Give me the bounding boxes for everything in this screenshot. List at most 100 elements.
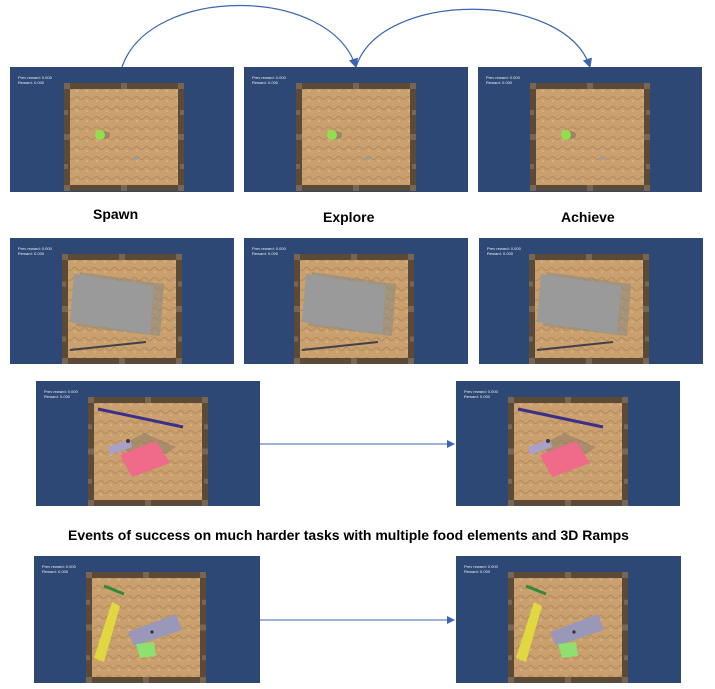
- fence-post: [644, 134, 650, 140]
- agent-dot: [572, 630, 576, 634]
- fence-post: [294, 254, 300, 260]
- fence-post: [294, 358, 300, 364]
- fence-post: [202, 599, 206, 605]
- fence-post: [410, 83, 416, 89]
- yellow-ramp: [516, 602, 542, 662]
- agent-ball: [561, 130, 571, 140]
- arena-pink-end: [508, 397, 628, 506]
- arena-ramp-2: [294, 254, 414, 364]
- fence-post: [202, 397, 208, 403]
- fence-post: [624, 424, 628, 430]
- fence-post: [204, 424, 208, 430]
- food-dot: [134, 157, 138, 161]
- fence-post: [565, 500, 571, 506]
- arena-ramp-3: [529, 254, 649, 364]
- gray-ramp: [70, 274, 154, 334]
- fence-post: [86, 572, 92, 578]
- fence-post: [622, 448, 628, 455]
- fence-post: [178, 281, 182, 287]
- fence-post: [508, 500, 514, 506]
- fence-post: [408, 306, 414, 312]
- fence-post: [410, 134, 416, 140]
- sand-floor: [536, 89, 644, 185]
- fence-post: [624, 478, 628, 484]
- fence-post: [644, 83, 650, 89]
- arc-arrow-spawn-explore: [121, 5, 359, 69]
- fence-post: [565, 397, 571, 403]
- fence-post: [410, 281, 414, 287]
- fence-post: [529, 358, 535, 364]
- fence-post: [202, 500, 208, 506]
- green-bar: [525, 584, 547, 596]
- lavender-ramp: [550, 614, 604, 646]
- fence-post: [508, 599, 512, 605]
- fence-post: [622, 397, 628, 403]
- fence-post: [508, 572, 514, 578]
- fence-post: [296, 134, 302, 140]
- fence-post: [645, 336, 649, 342]
- fence-post: [508, 677, 514, 683]
- fence-post: [176, 306, 182, 312]
- fence-post: [529, 336, 533, 342]
- fence-post: [529, 254, 535, 260]
- fence-post: [204, 478, 208, 484]
- fence-post: [86, 599, 90, 605]
- fence-post: [622, 624, 628, 631]
- sand-floor: [302, 89, 410, 185]
- fence-post: [296, 185, 302, 191]
- dark-bar: [536, 341, 614, 351]
- fence-post: [410, 185, 416, 191]
- fence-post: [529, 281, 533, 287]
- fence-post: [202, 448, 208, 455]
- fence-post: [121, 83, 127, 89]
- fence-post: [622, 572, 628, 578]
- gray-ramp: [537, 274, 621, 334]
- fence-post: [408, 254, 414, 260]
- fence-post: [508, 448, 514, 455]
- fence-post: [294, 306, 300, 312]
- fence-post: [180, 164, 184, 169]
- fence-post: [508, 624, 514, 631]
- fence-post: [178, 134, 184, 140]
- fence-post: [88, 448, 94, 455]
- fence-post: [64, 134, 70, 140]
- fence-post: [646, 164, 650, 169]
- food-dot: [366, 157, 370, 161]
- agent-dot: [126, 439, 130, 443]
- fence-post: [646, 110, 650, 115]
- lavender-ramp: [128, 614, 182, 646]
- yellow-ramp: [94, 602, 120, 662]
- dark-bar: [301, 341, 379, 351]
- fence-post: [586, 358, 592, 364]
- fence-post: [62, 254, 68, 260]
- arena-explore: [296, 83, 416, 191]
- fence-post: [202, 655, 206, 661]
- fence-post: [88, 397, 94, 403]
- agent-dot: [150, 630, 154, 634]
- fence-post: [296, 110, 300, 115]
- fence-post: [200, 624, 206, 631]
- fence-post: [121, 185, 127, 191]
- fence-post: [412, 110, 416, 115]
- food-dot: [600, 157, 604, 161]
- fence-post: [351, 358, 357, 364]
- sand-floor: [70, 89, 178, 185]
- fence-post: [529, 306, 535, 312]
- fence-post: [622, 500, 628, 506]
- fence-post: [296, 164, 300, 169]
- fence-post: [178, 185, 184, 191]
- arena-pink-start: [88, 397, 208, 506]
